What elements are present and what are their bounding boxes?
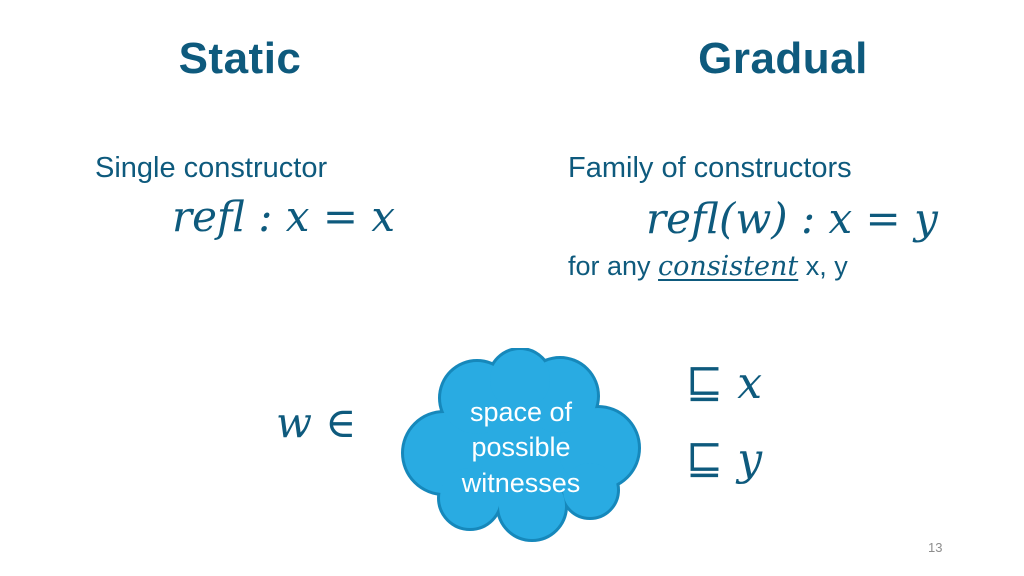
cloud-shape-svg	[401, 348, 641, 542]
static-heading: Static	[178, 34, 302, 83]
gradual-heading: Gradual	[698, 34, 868, 83]
relation-x-expression: ⊑ x	[686, 358, 763, 409]
cloud-line: possible	[471, 432, 571, 463]
gradual-subtitle: Family of constructors	[568, 152, 852, 184]
static-subtitle: Single constructor	[95, 152, 328, 184]
cloud-line: witnesses	[461, 467, 581, 498]
cloud-line: space of	[469, 397, 573, 428]
note-consistent-word: consistent	[658, 251, 799, 282]
static-math-expression: refl : x = x	[172, 192, 396, 241]
relation-y-expression: ⊑ y	[686, 434, 763, 485]
page-number: 13	[928, 540, 943, 555]
cloud-fill-cover	[404, 350, 638, 539]
gradual-note: for any consistent x, y	[568, 251, 848, 282]
note-prefix: for any	[568, 251, 659, 281]
gradual-math-expression: refl(w) : x = y	[646, 194, 938, 243]
note-suffix: x, y	[798, 251, 848, 281]
cloud-label: space of possible witnesses	[392, 348, 650, 544]
witness-cloud: space of possible witnesses	[392, 348, 650, 544]
witness-membership-expression: w ∈	[276, 398, 357, 447]
